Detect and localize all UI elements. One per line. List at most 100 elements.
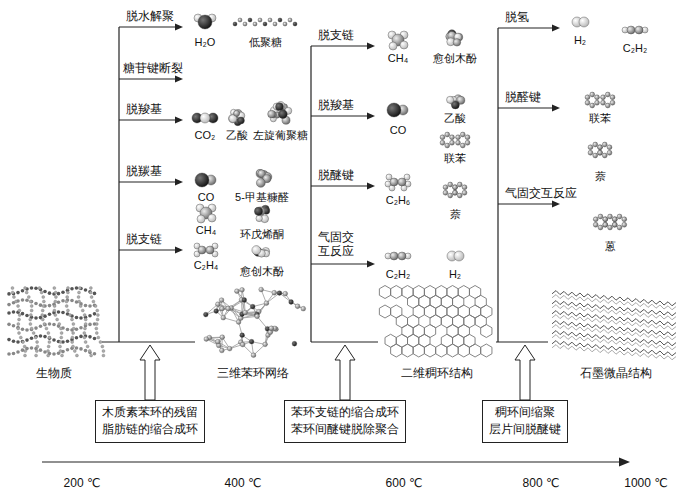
- atom: [601, 95, 606, 100]
- molecule-icon: [254, 205, 269, 222]
- fibre-atom: [54, 296, 57, 299]
- atom: [226, 306, 231, 311]
- fibre-atom: [47, 332, 50, 335]
- fibre-atom: [97, 336, 100, 339]
- reaction-label: 脱醛键: [505, 90, 541, 104]
- atom: [450, 135, 455, 140]
- fibre-atom: [66, 339, 70, 343]
- atom: [252, 246, 261, 255]
- product-label: 萘: [450, 208, 461, 221]
- structure-figure: 二维稠环结构: [378, 282, 496, 380]
- process-text: 苯环支链的缩合成环 苯环间醚键脱除聚合: [290, 404, 400, 439]
- atom: [593, 142, 598, 147]
- fibre-atom: [79, 326, 83, 330]
- fibre-atom: [41, 318, 44, 321]
- branch-line: [311, 45, 369, 46]
- atom: [602, 142, 607, 147]
- atom: [602, 153, 607, 158]
- reaction-label: 脱支链: [126, 232, 162, 246]
- fibre-atom: [66, 348, 70, 352]
- fibre-atom: [48, 304, 52, 308]
- atom: [220, 306, 225, 311]
- temperature-label: 600 ℃: [386, 476, 423, 490]
- branch-line: [498, 27, 554, 28]
- fibre-atom: [71, 341, 74, 344]
- fibre-atom: [30, 286, 34, 290]
- molecule-icon: [572, 17, 589, 27]
- fibre-atom: [83, 336, 86, 339]
- fibre-atom: [86, 345, 89, 348]
- fibre-atom: [41, 314, 44, 317]
- structure-caption: 二维稠环结构: [401, 366, 473, 380]
- molecule-icon: [443, 182, 467, 198]
- atom: [220, 335, 225, 340]
- atom: [256, 178, 265, 187]
- atom: [240, 333, 245, 338]
- atom: [603, 222, 608, 227]
- reaction-label: 脱羰基: [126, 164, 162, 178]
- atom: [234, 110, 240, 116]
- molecule-icon: [194, 243, 218, 257]
- atom: [608, 214, 613, 219]
- fibre-atom: [84, 349, 88, 353]
- fibre-atom: [41, 309, 44, 312]
- atom: [603, 222, 608, 227]
- molecule-icon: [622, 26, 648, 34]
- fibre-atom: [29, 300, 32, 303]
- fibre-atom: [12, 310, 16, 314]
- atom: [198, 15, 212, 29]
- atom: [268, 18, 272, 22]
- atom: [278, 18, 282, 22]
- fibre-atom: [70, 287, 74, 291]
- branch-line: [119, 78, 177, 79]
- atom: [197, 215, 205, 223]
- atom: [635, 26, 643, 34]
- fibre-atom: [35, 354, 38, 357]
- fibre-atom: [71, 318, 74, 321]
- fibre-atom: [40, 291, 43, 294]
- product-label: CH₄: [196, 224, 216, 237]
- atom: [448, 193, 453, 198]
- structure-caption: 石墨微晶结构: [580, 366, 652, 380]
- fibre-atom: [60, 336, 63, 339]
- atom: [283, 291, 288, 296]
- atom: [273, 22, 277, 26]
- atom: [219, 298, 224, 303]
- fibre-atom: [56, 318, 59, 321]
- ring: [379, 286, 390, 299]
- bracket-connector: [496, 341, 548, 342]
- fibre-atom: [47, 345, 50, 348]
- molecule-icon: [585, 92, 615, 108]
- atom: [456, 135, 461, 140]
- atom: [276, 103, 284, 111]
- fibre-atom: [30, 346, 34, 350]
- fibre-atom: [75, 354, 78, 357]
- branch-arrowhead: [367, 113, 375, 120]
- network-figure: [203, 287, 305, 357]
- atom: [593, 222, 598, 227]
- fibre-atom: [16, 350, 20, 354]
- molecule-icon: [228, 109, 244, 125]
- fibre-atom: [30, 305, 33, 308]
- molecule-icon: [194, 14, 216, 29]
- fibre-atom: [79, 305, 82, 308]
- temperature-label: 400 ℃: [225, 476, 262, 490]
- branch-arrowhead: [552, 201, 560, 208]
- fibre-atom: [12, 296, 15, 299]
- fibre-atom: [61, 290, 65, 294]
- atom: [240, 342, 245, 347]
- fibre-atom: [66, 287, 69, 290]
- fibre-atom: [17, 305, 20, 308]
- molecule-icon: [447, 251, 464, 261]
- atom: [288, 18, 292, 22]
- atom: [440, 140, 445, 145]
- product-label: C₂H₂: [386, 268, 410, 281]
- reaction-label: 气固交互反应: [318, 230, 356, 259]
- product-label: 左旋葡聚糖: [253, 129, 308, 142]
- fibre-atom: [25, 314, 29, 318]
- branch-line: [119, 119, 177, 120]
- structure-caption: 三维苯环网络: [217, 366, 289, 380]
- axis-arrowhead: [619, 458, 630, 467]
- atom: [254, 207, 262, 215]
- atom: [256, 215, 262, 221]
